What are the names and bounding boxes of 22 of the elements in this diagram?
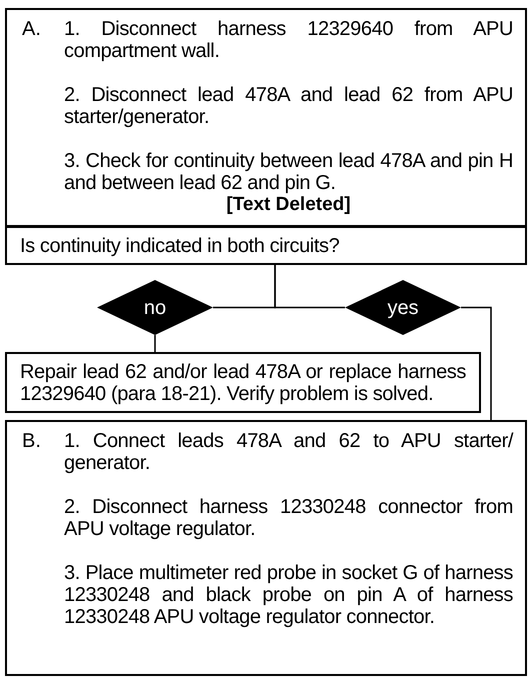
step-text: 1. Connect leads 478A and 62 to APU starter/ generator.: [64, 430, 513, 474]
decision-diamond: [345, 280, 461, 335]
step-box: [5, 8, 527, 227]
step-text: 3. Check for continuity between lead 478A and pin H and between lead 62 and pin G.: [64, 150, 513, 194]
question-text: Is continuity indicated in both circuits?: [20, 235, 340, 257]
action-text: Repair lead 62 and/or lead 478A or replace harness 12329640 (para 18-21). Verify problem is solved.: [20, 361, 466, 405]
decision-label: no: [144, 296, 166, 320]
deleted-note: [Text Deleted]: [225, 194, 352, 216]
action-box: [5, 352, 481, 413]
connector-line: [274, 265, 345, 308]
step-box: [5, 420, 527, 676]
connector-line: [154, 335, 156, 352]
decision-label: yes: [387, 296, 419, 320]
decision-diamond: [97, 280, 213, 335]
step-text: 3. Place multimeter red probe in socket G of harness 12330248 and black probe on pin A of harness 12330248 APU voltage regulator connector.: [64, 562, 513, 628]
step-text: 1. Disconnect harness 12329640 from APU compartment wall.: [64, 18, 513, 62]
step-text: 2. Disconnect harness 12330248 connector from APU voltage regulator.: [64, 496, 513, 540]
question-box: [5, 226, 527, 265]
step-letter: B.: [22, 430, 41, 452]
step-letter: A.: [22, 18, 41, 40]
step-text: 2. Disconnect lead 478A and lead 62 from APU starter/generator.: [64, 84, 513, 128]
connector-line: [461, 306, 492, 420]
